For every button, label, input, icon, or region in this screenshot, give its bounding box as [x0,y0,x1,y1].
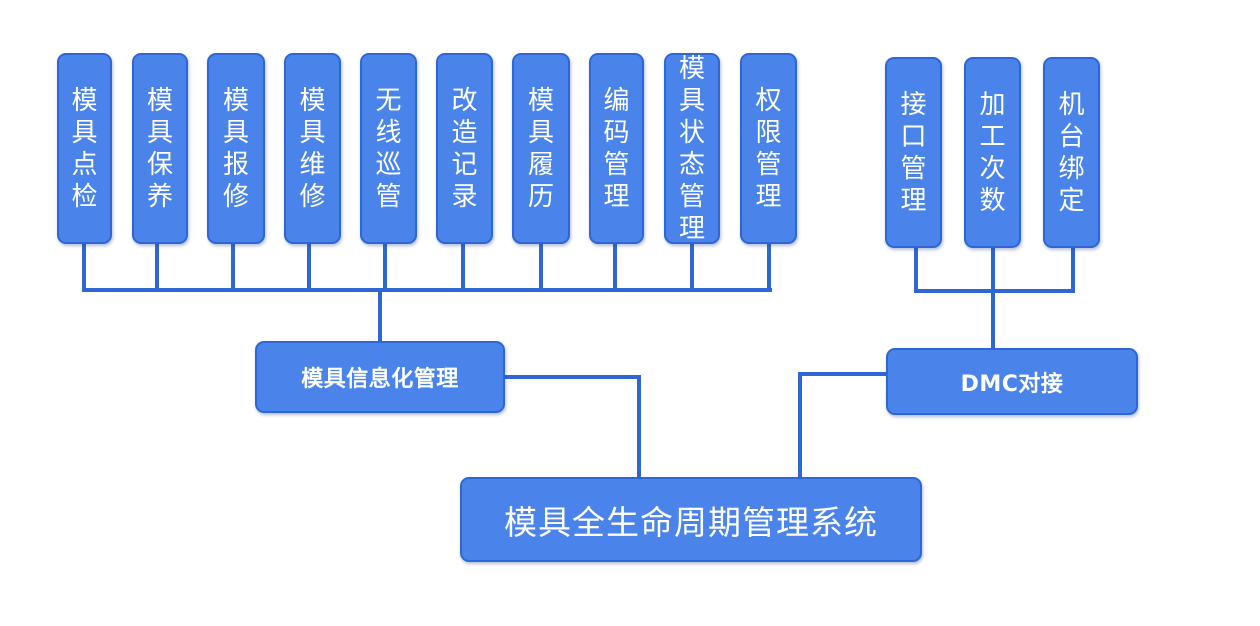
module-label: 权限管理 [755,85,782,212]
module-box[interactable]: 模具保养 [132,53,188,244]
group-box-info-management[interactable]: 模具信息化管理 [255,341,505,413]
module-label: 编码管理 [603,85,630,212]
module-label: 加工次数 [979,89,1006,216]
module-box[interactable]: 模具维修 [284,53,341,244]
connector-line [82,244,772,292]
module-label: 模具状态管理 [678,53,705,244]
module-box[interactable]: 模具状态管理 [664,53,720,244]
group-box-dmc[interactable]: DMC对接 [886,348,1138,415]
module-label: 模具维修 [299,85,326,212]
module-box[interactable]: 模具履历 [512,53,570,244]
module-box[interactable]: 改造记录 [436,53,493,244]
connector-line [505,375,641,477]
group-label: 模具信息化管理 [301,367,459,392]
root-label: 模具全生命周期管理系统 [504,502,878,542]
module-label: 接口管理 [900,89,927,216]
module-box[interactable]: 无线巡管 [360,53,417,244]
module-label: 模具履历 [527,85,554,212]
module-box[interactable]: 加工次数 [964,57,1021,248]
root-system-box[interactable]: 模具全生命周期管理系统 [460,477,922,562]
module-box[interactable]: 编码管理 [589,53,644,244]
module-label: 机台绑定 [1058,89,1085,216]
module-label: 模具报修 [222,85,249,212]
module-label: 无线巡管 [375,85,402,212]
module-box[interactable]: 机台绑定 [1043,57,1100,248]
module-box[interactable]: 模具点检 [57,53,112,244]
module-box[interactable]: 接口管理 [885,57,942,248]
module-label: 模具点检 [71,85,98,212]
group-label: DMC对接 [960,371,1064,397]
module-box[interactable]: 模具报修 [207,53,265,244]
module-box[interactable]: 权限管理 [740,53,797,244]
connector-line [798,372,886,477]
module-label: 模具保养 [146,85,173,212]
module-label: 改造记录 [451,85,478,212]
